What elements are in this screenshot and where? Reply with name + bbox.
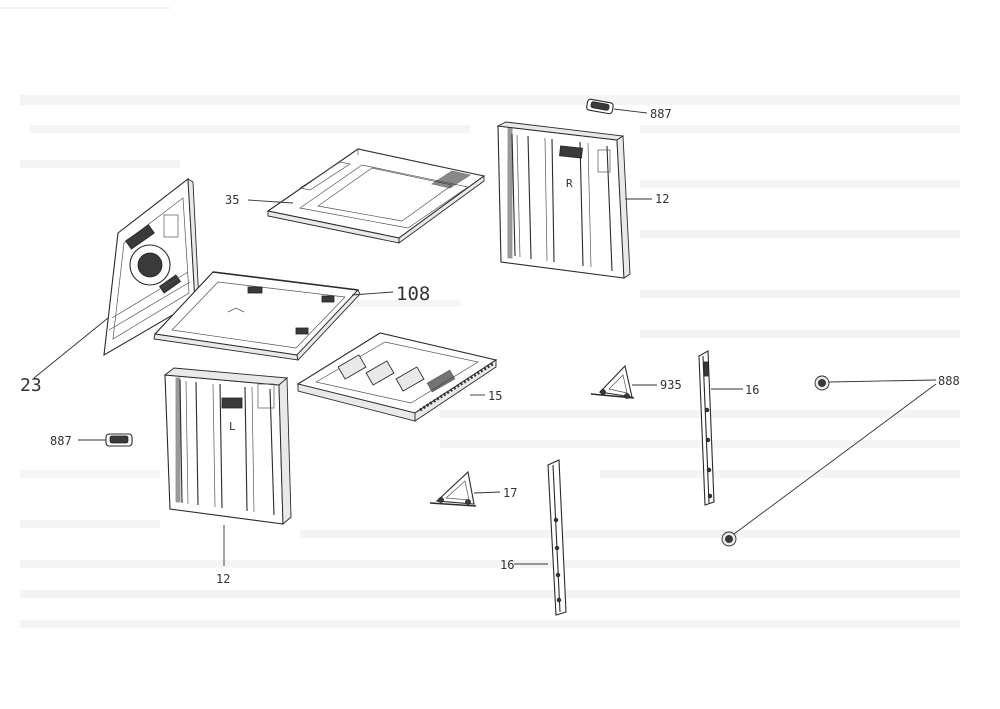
label-887-left: 887 [50, 434, 72, 448]
part-17-bracket [429, 470, 477, 507]
label-16-right: 16 [745, 383, 759, 397]
part-887-top-grommet [586, 98, 614, 115]
part-935-bracket [590, 364, 635, 399]
label-35: 35 [225, 193, 239, 207]
label-888: 888 [938, 374, 960, 388]
label-887-top: 887 [650, 107, 672, 121]
label-17: 17 [503, 486, 517, 500]
side-letter-r: R [566, 177, 573, 190]
part-16-right-slide-rail [698, 350, 715, 506]
part-15-bottom-base [296, 332, 498, 422]
background-bleed-texture [0, 7, 960, 628]
label-15: 15 [488, 389, 502, 403]
part-labels: 887 35 12 23 108 15 935 16 888 887 17 12… [20, 107, 960, 586]
side-letter-l: L [229, 420, 236, 433]
part-887-left-grommet [105, 433, 133, 447]
label-935: 935 [660, 378, 682, 392]
part-888-fastener-lower [721, 531, 737, 547]
part-12-left-side-panel: L [163, 367, 292, 525]
label-12-top: 12 [655, 192, 669, 206]
part-35-top-panel [266, 148, 486, 244]
label-12-bottom: 12 [216, 572, 230, 586]
part-888-fastener-upper [814, 375, 830, 391]
part-12-right-side-panel: R [496, 121, 631, 279]
label-16-bottom: 16 [500, 558, 514, 572]
leader-lines [33, 108, 937, 566]
part-108-inner-tray [153, 271, 361, 361]
label-108: 108 [396, 283, 430, 305]
label-23: 23 [20, 375, 42, 396]
part-16-bottom-slide-rail [547, 459, 567, 616]
